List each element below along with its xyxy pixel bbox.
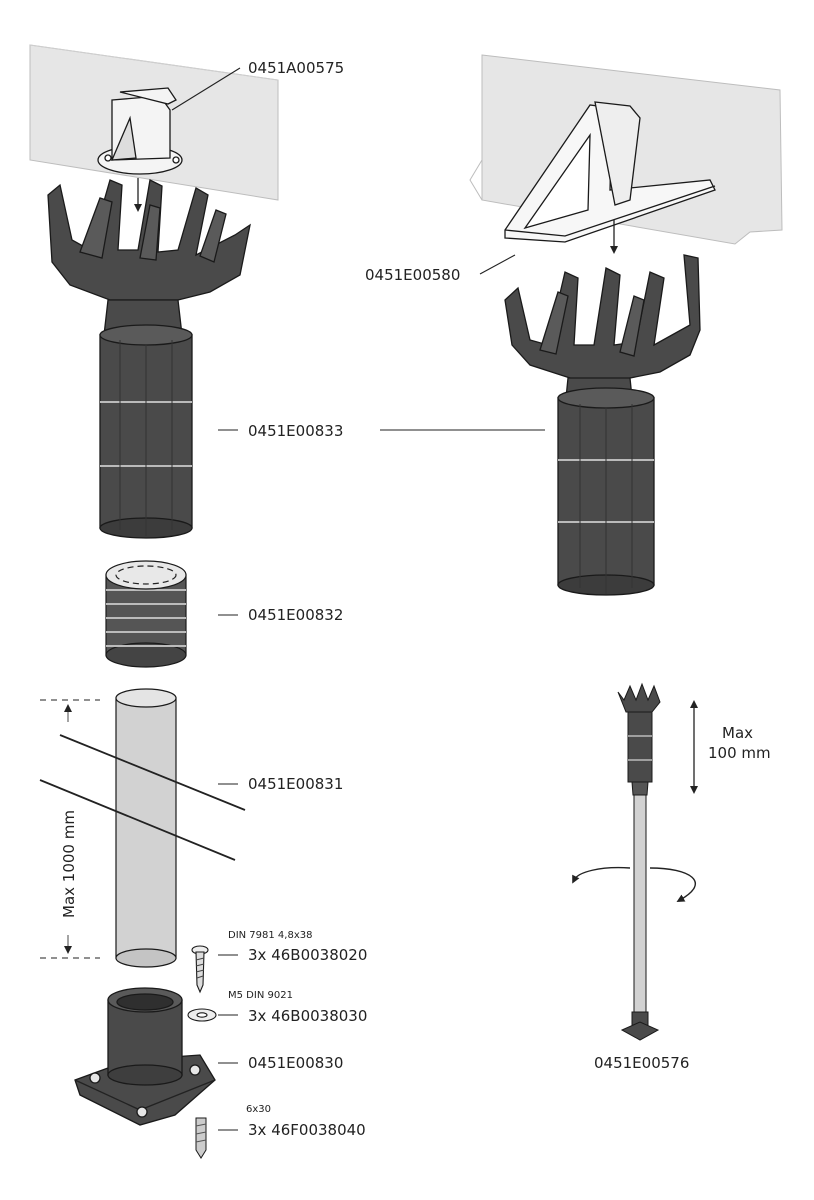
base-part — [74, 987, 216, 1126]
label-max-adjust-2: 100 mm — [708, 744, 771, 762]
label-base: 0451E00830 — [248, 1054, 343, 1072]
rotation-arrow — [572, 866, 696, 902]
label-screw-spec: DIN 7981 4,8x38 — [228, 930, 312, 941]
screw-part — [191, 945, 209, 994]
label-tube: 0451E00831 — [248, 775, 343, 793]
clip-a-part — [97, 87, 183, 175]
label-ring: 0451E00832 — [248, 606, 343, 624]
label-max-adjust-1: Max — [722, 724, 753, 742]
label-assembly: 0451E00576 — [594, 1054, 689, 1072]
ring-part — [105, 560, 187, 668]
assembly-pedestal — [617, 682, 661, 1041]
break-line-bottom — [39, 779, 236, 861]
label-plug-spec: 6x30 — [246, 1104, 271, 1115]
label-max-tube: Max 1000 mm — [60, 810, 78, 918]
label-washer: 3x 46B0038030 — [248, 1007, 367, 1025]
plug-part — [195, 1117, 207, 1159]
tube-part — [115, 688, 177, 968]
clip-e-part — [504, 101, 716, 243]
label-clip-e: 0451E00580 — [365, 266, 460, 284]
dimension-max-1000: Max 1000 mm — [40, 699, 100, 959]
break-line-top — [59, 734, 246, 811]
head-part-right — [504, 254, 701, 596]
label-screw: 3x 46B0038020 — [248, 946, 367, 964]
label-plug: 3x 46F0038040 — [248, 1121, 366, 1139]
label-head: 0451E00833 — [248, 422, 343, 440]
head-part-left — [47, 179, 251, 539]
label-clip-a: 0451A00575 — [248, 59, 344, 77]
label-washer-spec: M5 DIN 9021 — [228, 990, 293, 1001]
washer-part — [187, 1008, 217, 1022]
